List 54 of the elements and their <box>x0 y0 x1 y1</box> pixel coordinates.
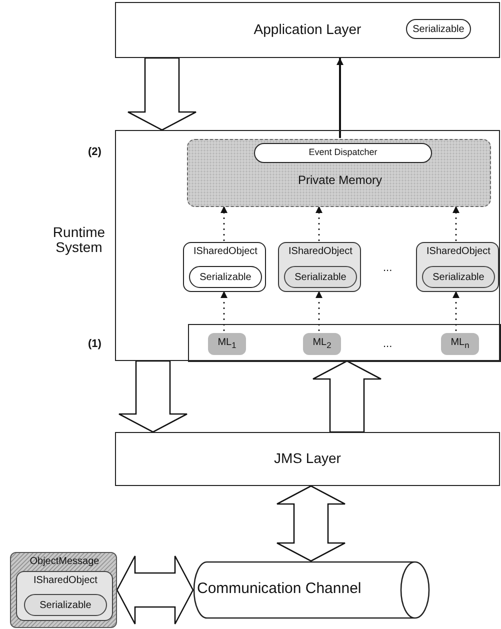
shared-object-box <box>183 242 266 292</box>
node-label: Serializable <box>294 272 346 282</box>
dispatcher-box <box>254 143 432 163</box>
ellipsis-text: ... <box>383 338 392 350</box>
memory-region <box>187 139 491 207</box>
block-arrow <box>127 57 197 131</box>
listener-bar <box>188 324 501 362</box>
node-label: Runtime System <box>52 225 106 256</box>
interface-pill <box>422 266 495 288</box>
shared-object-box <box>16 571 113 621</box>
interface-pill <box>284 266 357 288</box>
node-label: Serializable <box>432 272 484 282</box>
shared-object-box <box>278 242 361 292</box>
node-label: ML$_{2}$ <box>312 337 332 351</box>
layer-box <box>115 2 500 58</box>
node-label: ML$_{1}$ <box>218 337 236 351</box>
interface-pill <box>189 266 262 288</box>
dotted-arrow <box>316 291 322 331</box>
message-box <box>10 552 117 628</box>
node-label: ML$_{n}$ <box>450 337 470 351</box>
dotted-arrow <box>452 291 460 331</box>
node-label: Serializable <box>200 272 252 282</box>
layer-box <box>115 432 500 486</box>
step-number: (1) <box>88 338 102 350</box>
listener-chip <box>208 333 246 355</box>
node-label: ISharedObject <box>426 246 492 257</box>
listener-chip <box>441 333 479 355</box>
dotted-arrow <box>220 291 228 331</box>
interface-pill <box>406 19 471 39</box>
arrow <box>336 58 344 138</box>
node-label: Application Layer <box>254 22 362 38</box>
node-label: Serializable <box>412 24 464 34</box>
node-label: Communication Channel <box>197 581 362 598</box>
block-arrow <box>312 360 382 433</box>
shared-object-box <box>416 242 499 292</box>
listener-chip <box>303 333 341 355</box>
node-label: ObjectMessage <box>28 556 100 567</box>
node-label: Private Memory <box>296 174 384 188</box>
node-label: Serializable <box>40 600 92 610</box>
dotted-arrow <box>452 206 460 241</box>
node-label: Event Dispatcher <box>308 148 378 158</box>
dotted-arrow <box>316 206 322 241</box>
step-number: (2) <box>88 146 102 158</box>
double-block-arrow <box>276 485 346 562</box>
node-label: JMS Layer <box>274 451 341 467</box>
node-label: ISharedObject <box>32 575 98 586</box>
interface-pill <box>24 594 107 616</box>
node-label: ISharedObject <box>288 246 354 257</box>
double-block-arrow <box>116 555 194 625</box>
ellipsis-text: ... <box>383 262 392 274</box>
node-label: ISharedObject <box>192 246 258 257</box>
block-arrow <box>118 360 188 433</box>
dotted-arrow <box>220 206 228 241</box>
channel-cylinder <box>193 561 430 619</box>
